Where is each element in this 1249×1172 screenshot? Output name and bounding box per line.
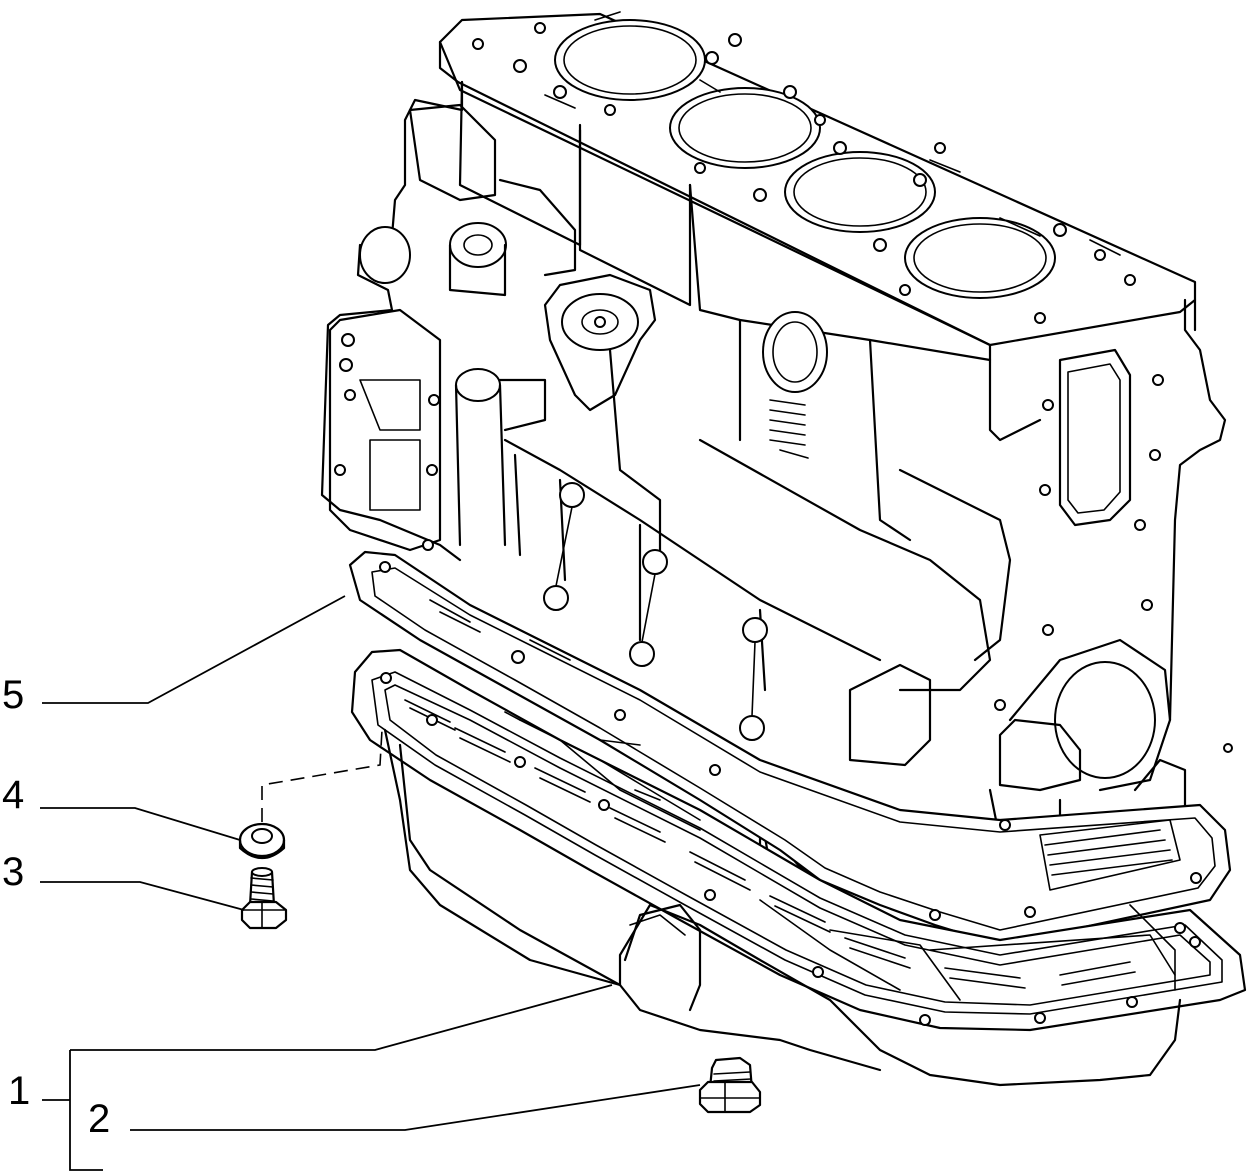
callout-labels: 5 4 3 1 2 [2, 673, 110, 1141]
callout-5: 5 [2, 673, 24, 717]
callout-2: 2 [88, 1097, 110, 1141]
leader-5 [42, 595, 346, 704]
callout-3: 3 [2, 850, 24, 894]
washer [238, 822, 286, 860]
leader-4 [40, 807, 241, 841]
engine-block [320, 11, 1233, 887]
dashed-alignment-line [261, 729, 383, 822]
oil-pan [350, 648, 1247, 1087]
leader-2 [130, 1084, 701, 1131]
bracket-1 [42, 984, 613, 1171]
oil-pan-gasket [348, 550, 1232, 947]
callout-4: 4 [2, 773, 24, 817]
callout-1: 1 [8, 1069, 30, 1113]
drain-plug [698, 1056, 762, 1114]
leader-3 [40, 881, 245, 911]
screw [240, 867, 288, 930]
leader-lines [40, 595, 701, 1171]
